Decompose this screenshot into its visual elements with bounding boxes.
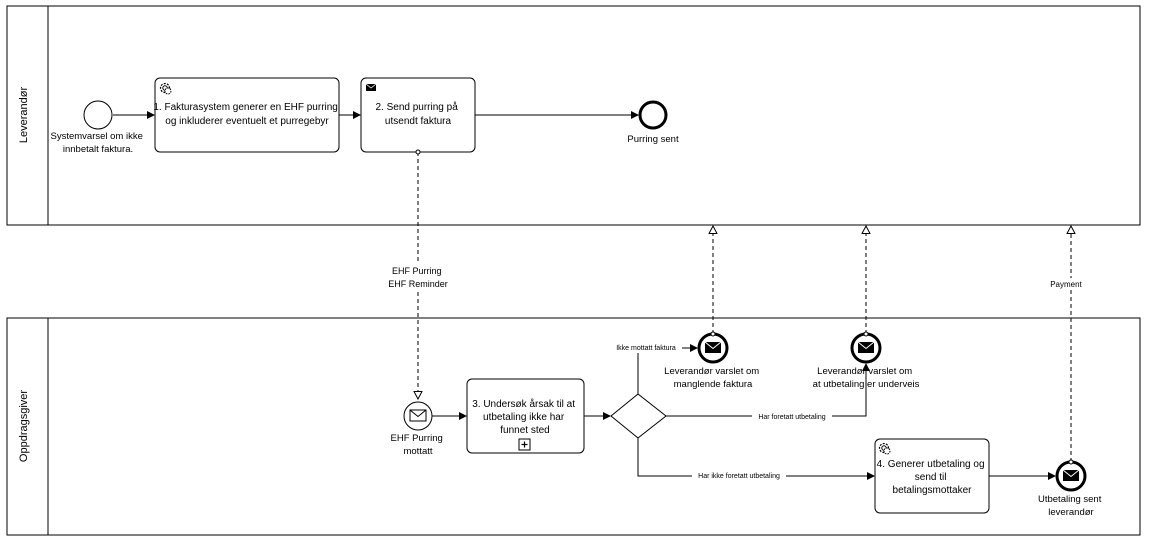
message-flows-to-supplier: Payment [713,226,1083,462]
gear-icon [878,442,891,455]
envelope-outline-icon [409,409,427,422]
end-event-notified-underway[interactable] [850,332,882,364]
envelope-filled-icon [857,341,875,353]
start-event-label: Systemvarsel om ikke innbetalt faktura. [50,131,145,155]
flow-not-paid-label: Har ikke foretatt utbetaling [698,473,780,480]
envelope-filled-icon [1062,469,1080,481]
flow-paid-label: Har foretatt utbetaling [758,414,825,421]
flow-not-paid: Har ikke foretatt utbetaling [637,438,875,481]
subprocess-plus-icon [518,438,531,451]
task-4-label: 4. Generer utbetaling og send til betali… [877,459,988,496]
task-4-generate-payment[interactable]: 4. Generer utbetaling og send til betali… [874,438,990,514]
message-flow-ehf-label: EHF Purring EHF Reminder [388,266,448,289]
flow-missing-invoice: Ikke mottatt faktura [612,342,698,394]
task-1-label: 1. Fakturasystem generer en EHF purring … [153,102,340,127]
envelope-icon [365,83,377,91]
flow-paid: Har foretatt utbetaling [666,363,870,422]
pool-client-label: Oppdragsgiver [18,390,30,462]
end-event-notified-underway-label: Leverandør varslet om at utbetaling er u… [813,366,920,390]
end-event-reminder-sent-label: Purring sent [627,134,679,145]
envelope-filled-icon [704,341,722,353]
task-2-label: 2. Send purring på utsendt faktura [375,101,460,127]
task-2-send-reminder[interactable]: 2. Send purring på utsendt faktura [360,77,476,153]
task-1-generate-reminder[interactable]: 1. Fakturasystem generer en EHF purring … [153,77,340,153]
message-start-event-label: EHF Purring mottatt [391,433,446,457]
message-flow-ehf: EHF Purring EHF Reminder [388,152,450,399]
end-event-payment-sent[interactable] [1055,460,1087,492]
start-event[interactable] [83,100,113,130]
gear-icon [159,82,172,95]
end-event-notified-missing[interactable] [697,332,729,364]
task-3-investigate[interactable]: 3. Undersøk årsak til at utbetaling ikke… [466,378,585,454]
end-event-notified-missing-label: Leverandør varslet om manglende faktura [664,366,762,390]
task-3-label: 3. Undersøk årsak til at utbetaling ikke… [472,398,578,436]
end-event-payment-sent-label: Utbetaling sent leverandør [1038,494,1104,518]
end-event-reminder-sent[interactable] [638,100,668,130]
message-flow-payment-label: Payment [1050,280,1082,289]
pool-supplier-label: Leverandør [18,87,30,144]
message-start-event[interactable] [403,401,433,431]
flow-missing-invoice-label: Ikke mottatt faktura [616,345,676,352]
